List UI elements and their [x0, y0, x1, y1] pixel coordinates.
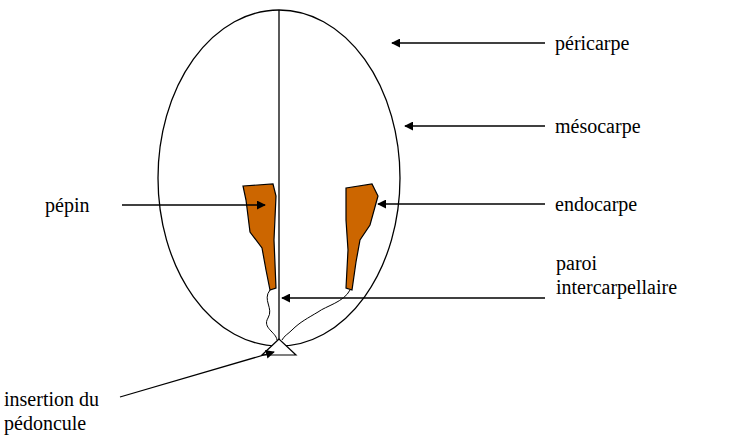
part-label: paroi intercarpellaire — [556, 251, 706, 299]
part-label: péricarpe — [555, 31, 745, 55]
leader-arrow — [122, 204, 265, 205]
seed — [243, 184, 276, 290]
part-label: mésocarpe — [555, 114, 745, 138]
intercarpel-wall — [278, 10, 279, 340]
part-label: pépin — [45, 193, 117, 217]
leader-arrow — [378, 203, 545, 204]
leader-arrow — [405, 125, 545, 126]
part-label: endocarpe — [555, 192, 745, 216]
leader-arrow — [282, 297, 545, 298]
part-label: insertion du pédoncule — [4, 387, 132, 435]
seed — [346, 184, 378, 290]
funicle — [267, 290, 277, 340]
peduncle-insertion — [262, 339, 296, 355]
fruit-outline — [158, 10, 400, 346]
leader-arrow — [392, 42, 545, 43]
leader-arrow — [120, 352, 274, 397]
